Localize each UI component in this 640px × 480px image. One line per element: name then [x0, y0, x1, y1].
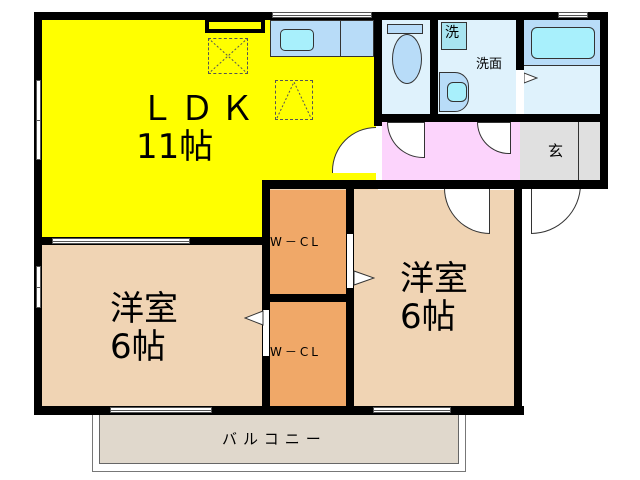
western-left-size: 6帖 — [110, 327, 166, 367]
wcl-upper — [270, 190, 346, 294]
entrance-step — [578, 122, 579, 180]
storage-tri-icon — [276, 80, 312, 119]
bath-door-arrow — [524, 72, 538, 84]
storage-x-icon — [208, 38, 248, 74]
wash-basin — [439, 72, 469, 112]
fridge-niche — [205, 18, 265, 33]
wall-right-room — [514, 180, 522, 412]
toilet-tank — [387, 24, 423, 34]
balcony — [99, 412, 459, 464]
wall-wash-right — [516, 12, 524, 70]
balcony-label: バルコニー — [222, 430, 327, 448]
western-left-label: 洋室 — [110, 289, 178, 329]
window-ldk-left — [36, 80, 41, 160]
window-western-right-bottom — [373, 407, 451, 413]
window-western-left-side — [36, 266, 41, 308]
western-right-size: 6帖 — [400, 297, 456, 337]
bath-door[interactable] — [516, 70, 524, 110]
bathtub-inner — [531, 27, 595, 59]
toilet-bowl — [392, 34, 422, 84]
wcl-lower-door[interactable] — [263, 310, 269, 356]
wall-hall-bottom — [266, 180, 608, 189]
wcl-upper-label: W－CL — [270, 235, 321, 249]
wall-left — [34, 12, 42, 415]
wall-bottom — [34, 406, 524, 415]
window-kitchen — [272, 12, 372, 18]
wcl-lower-door-arrow — [244, 310, 264, 326]
window-bath — [558, 12, 588, 18]
entrance — [520, 122, 602, 180]
wcl-lower — [270, 302, 346, 406]
washer-box — [441, 22, 467, 50]
washroom-label: 洗面 — [476, 57, 503, 72]
window-western-left-bottom — [110, 407, 212, 413]
ldk-room-lower — [42, 18, 266, 238]
wall-bath-bottom — [374, 114, 608, 122]
wcl-upper-door[interactable] — [347, 234, 353, 288]
kitchen-sink — [280, 29, 314, 51]
wall-toilet-right — [430, 12, 438, 122]
wcl-lower-label: W－CL — [270, 345, 321, 359]
wall-ldk-right — [374, 12, 382, 126]
storage-tri-box — [275, 80, 313, 120]
window-ldk-lower — [52, 238, 190, 244]
storage-x-box — [208, 38, 248, 74]
kitchen-divider — [340, 20, 341, 57]
wash-basin-bowl — [447, 82, 467, 102]
washer-label: 洗 — [445, 25, 459, 41]
wcl-upper-door-arrow — [353, 270, 375, 286]
western-right-label: 洋室 — [400, 259, 468, 299]
wall-wcl-mid — [262, 294, 352, 302]
western-room-left — [42, 245, 266, 407]
entrance-door[interactable] — [531, 184, 581, 234]
entrance-label: 玄 — [548, 142, 564, 160]
ldk-size: 11帖 — [136, 127, 214, 167]
ldk-label: ＬＤＫ — [140, 89, 260, 129]
wall-right-upper — [600, 12, 608, 188]
